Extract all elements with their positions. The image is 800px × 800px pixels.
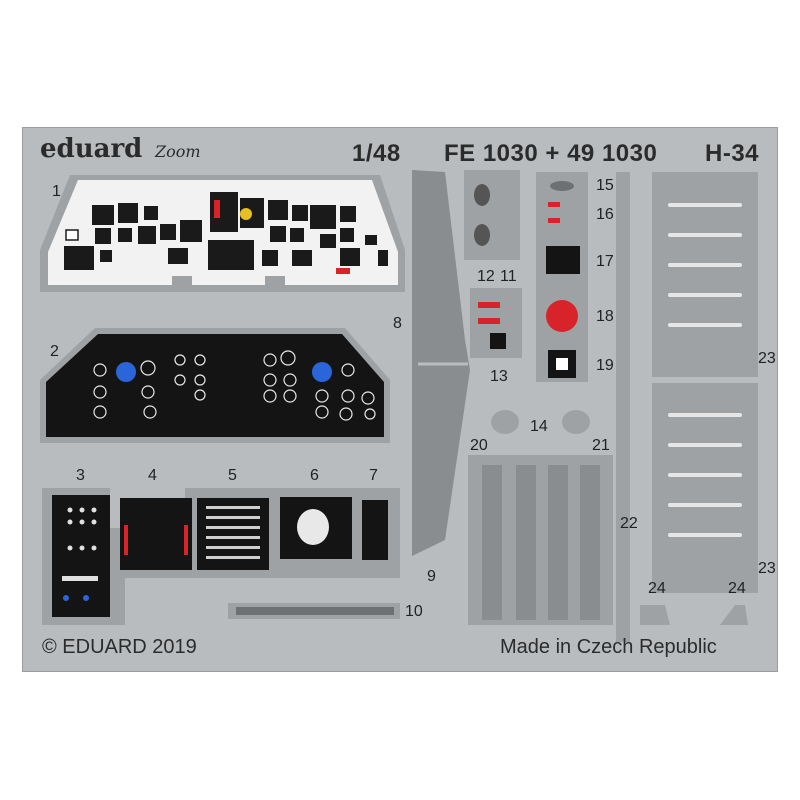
part-number: 16 [596,206,614,223]
part-2-panel [46,334,384,437]
part-number: 24 [728,580,746,597]
part-number: 22 [620,515,638,532]
model-name: H-34 [705,140,760,167]
part-7 [362,500,388,560]
part-number: 11 [500,268,517,285]
part-1-instruments [64,192,388,270]
part-number: 1 [52,183,61,200]
part-23-slots [668,203,742,537]
part-22 [616,172,630,642]
part-2-gauges [93,350,376,421]
part-5-grid [206,506,260,559]
part-number: 8 [393,315,402,332]
part-number: 21 [592,437,610,454]
zoom-logo: Zoom [155,142,201,161]
top-bracket [464,170,520,260]
part-number: 2 [50,343,59,360]
part-number: 14 [530,418,548,435]
part-number: 9 [427,568,436,585]
part-number: 6 [310,467,319,484]
part-14-left [491,410,519,434]
parts-15-19 [536,172,588,382]
part-number: 24 [648,580,666,597]
scale-label: 1/48 [352,140,401,167]
part-4 [120,498,192,570]
part-number: 12 [477,268,495,285]
part-number: 17 [596,253,614,270]
part-number: 10 [405,603,423,620]
part-6-gauge [297,509,329,545]
part-number: 3 [76,467,85,484]
part-number: 18 [596,308,614,325]
part-18-dial [546,300,578,332]
part-number: 7 [369,467,378,484]
blue-gauge-right [312,362,332,382]
part-number: 23 [758,560,776,577]
part-23-bottom [652,383,758,593]
part-24-left [640,605,670,625]
part-number: 4 [148,467,157,484]
part-number: 5 [228,467,237,484]
part-3 [52,495,110,617]
part-number: 23 [758,350,776,367]
part-number: 13 [490,368,508,385]
product-code: FE 1030 + 49 1030 [444,140,658,167]
part-number: 20 [470,437,488,454]
brand-logo: eduard [40,134,143,164]
part-14-right [562,410,590,434]
origin-text: Made in Czech Republic [500,636,717,658]
part-24-right [720,605,748,625]
part-number: 15 [596,177,614,194]
copyright-text: © EDUARD 2019 [42,636,197,658]
part-number: 19 [596,357,614,374]
part-23-top [652,172,758,377]
panel-details [62,507,98,581]
blue-gauge-left [116,362,136,382]
